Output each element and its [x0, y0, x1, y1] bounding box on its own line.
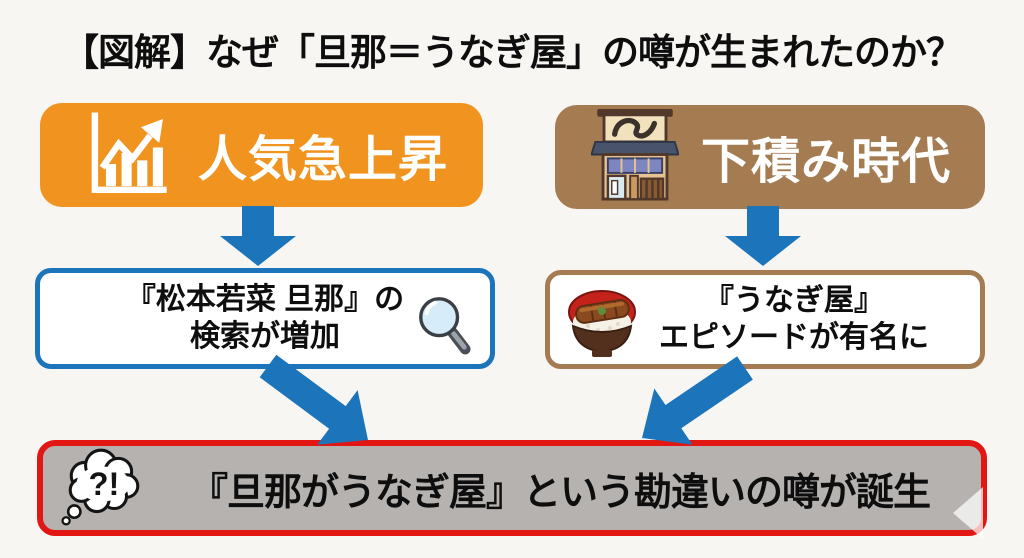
arrow-down-right-icon: [725, 206, 801, 266]
popularity-header-label: 人気急上昇: [198, 132, 449, 187]
unagi-bowl-icon: [562, 286, 642, 363]
search-increase-box: 『松本若菜 旦那』の 検索が増加: [35, 268, 495, 369]
unagi-episode-box: 『うなぎ屋』 エピソードが有名に: [545, 270, 985, 369]
conclusion-box: ?! 『旦那がうなぎ屋』という勘違いの噂が誕生: [37, 440, 987, 536]
arrow-diagonal-right-icon: [642, 356, 753, 445]
chart-rising-icon: [82, 107, 174, 204]
search-increase-line2: 検索が増加: [190, 319, 340, 353]
apprentice-header-box: 下積み時代: [555, 105, 985, 209]
search-increase-text: 『松本若菜 旦那』の 検索が増加: [126, 282, 404, 356]
conclusion-text: 『旦那がうなぎ屋』という勘違いの噂が誕生: [189, 471, 931, 514]
unagi-episode-line1: 『うなぎ屋』: [704, 283, 884, 317]
search-increase-line1: 『松本若菜 旦那』の: [125, 282, 405, 316]
unagi-episode-line2: エピソードが有名に: [659, 320, 929, 354]
apprentice-header-label: 下積み時代: [701, 134, 952, 189]
thought-bubble-icon: ?!: [61, 446, 147, 531]
bubble-interrobang-text: ?!: [89, 465, 120, 502]
page-title: 【図解】なぜ「旦那＝うなぎ屋」の噂が生まれたのか？: [62, 32, 963, 73]
unagi-episode-text: 『うなぎ屋』 エピソードが有名に: [659, 283, 929, 357]
eel-restaurant-storefront-icon: [590, 108, 680, 206]
magnifier-icon: [414, 291, 472, 360]
popularity-header-box: 人気急上昇: [40, 103, 483, 207]
arrow-down-left-icon: [220, 206, 296, 266]
